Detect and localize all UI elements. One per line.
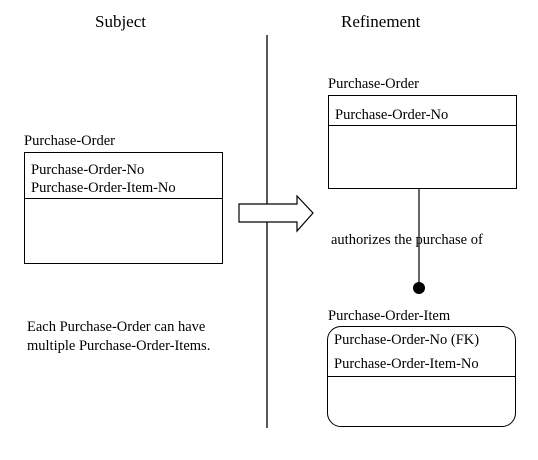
subject-key-2: Purchase-Order-Item-No [31,180,176,196]
refinement-heading: Refinement [341,12,421,31]
child-entity-divider [328,376,515,377]
parent-entity-box: Purchase-Order-No [328,95,517,189]
relationship-label: authorizes the purchase of [331,232,483,248]
subject-note-line-1: Each Purchase-Order can have [27,319,206,335]
subject-entity-divider [25,198,222,199]
many-cardinality-dot [413,282,425,294]
parent-entity-divider [329,125,516,126]
child-entity-box: Purchase-Order-No (FK) Purchase-Order-It… [327,326,516,427]
subject-note-line-2: multiple Purchase-Order-Items. [27,338,211,354]
subject-key-1: Purchase-Order-No [31,162,145,178]
subject-heading: Subject [95,12,146,31]
subject-entity-name: Purchase-Order [24,133,115,149]
transform-arrow [238,194,314,233]
parent-key-1: Purchase-Order-No [335,107,449,123]
child-key-1: Purchase-Order-No (FK) [334,332,480,348]
child-entity-name: Purchase-Order-Item [328,308,451,324]
child-key-2: Purchase-Order-Item-No [334,356,479,372]
parent-entity-name: Purchase-Order [328,76,419,92]
subject-entity-box: Purchase-Order-No Purchase-Order-Item-No [24,152,223,264]
